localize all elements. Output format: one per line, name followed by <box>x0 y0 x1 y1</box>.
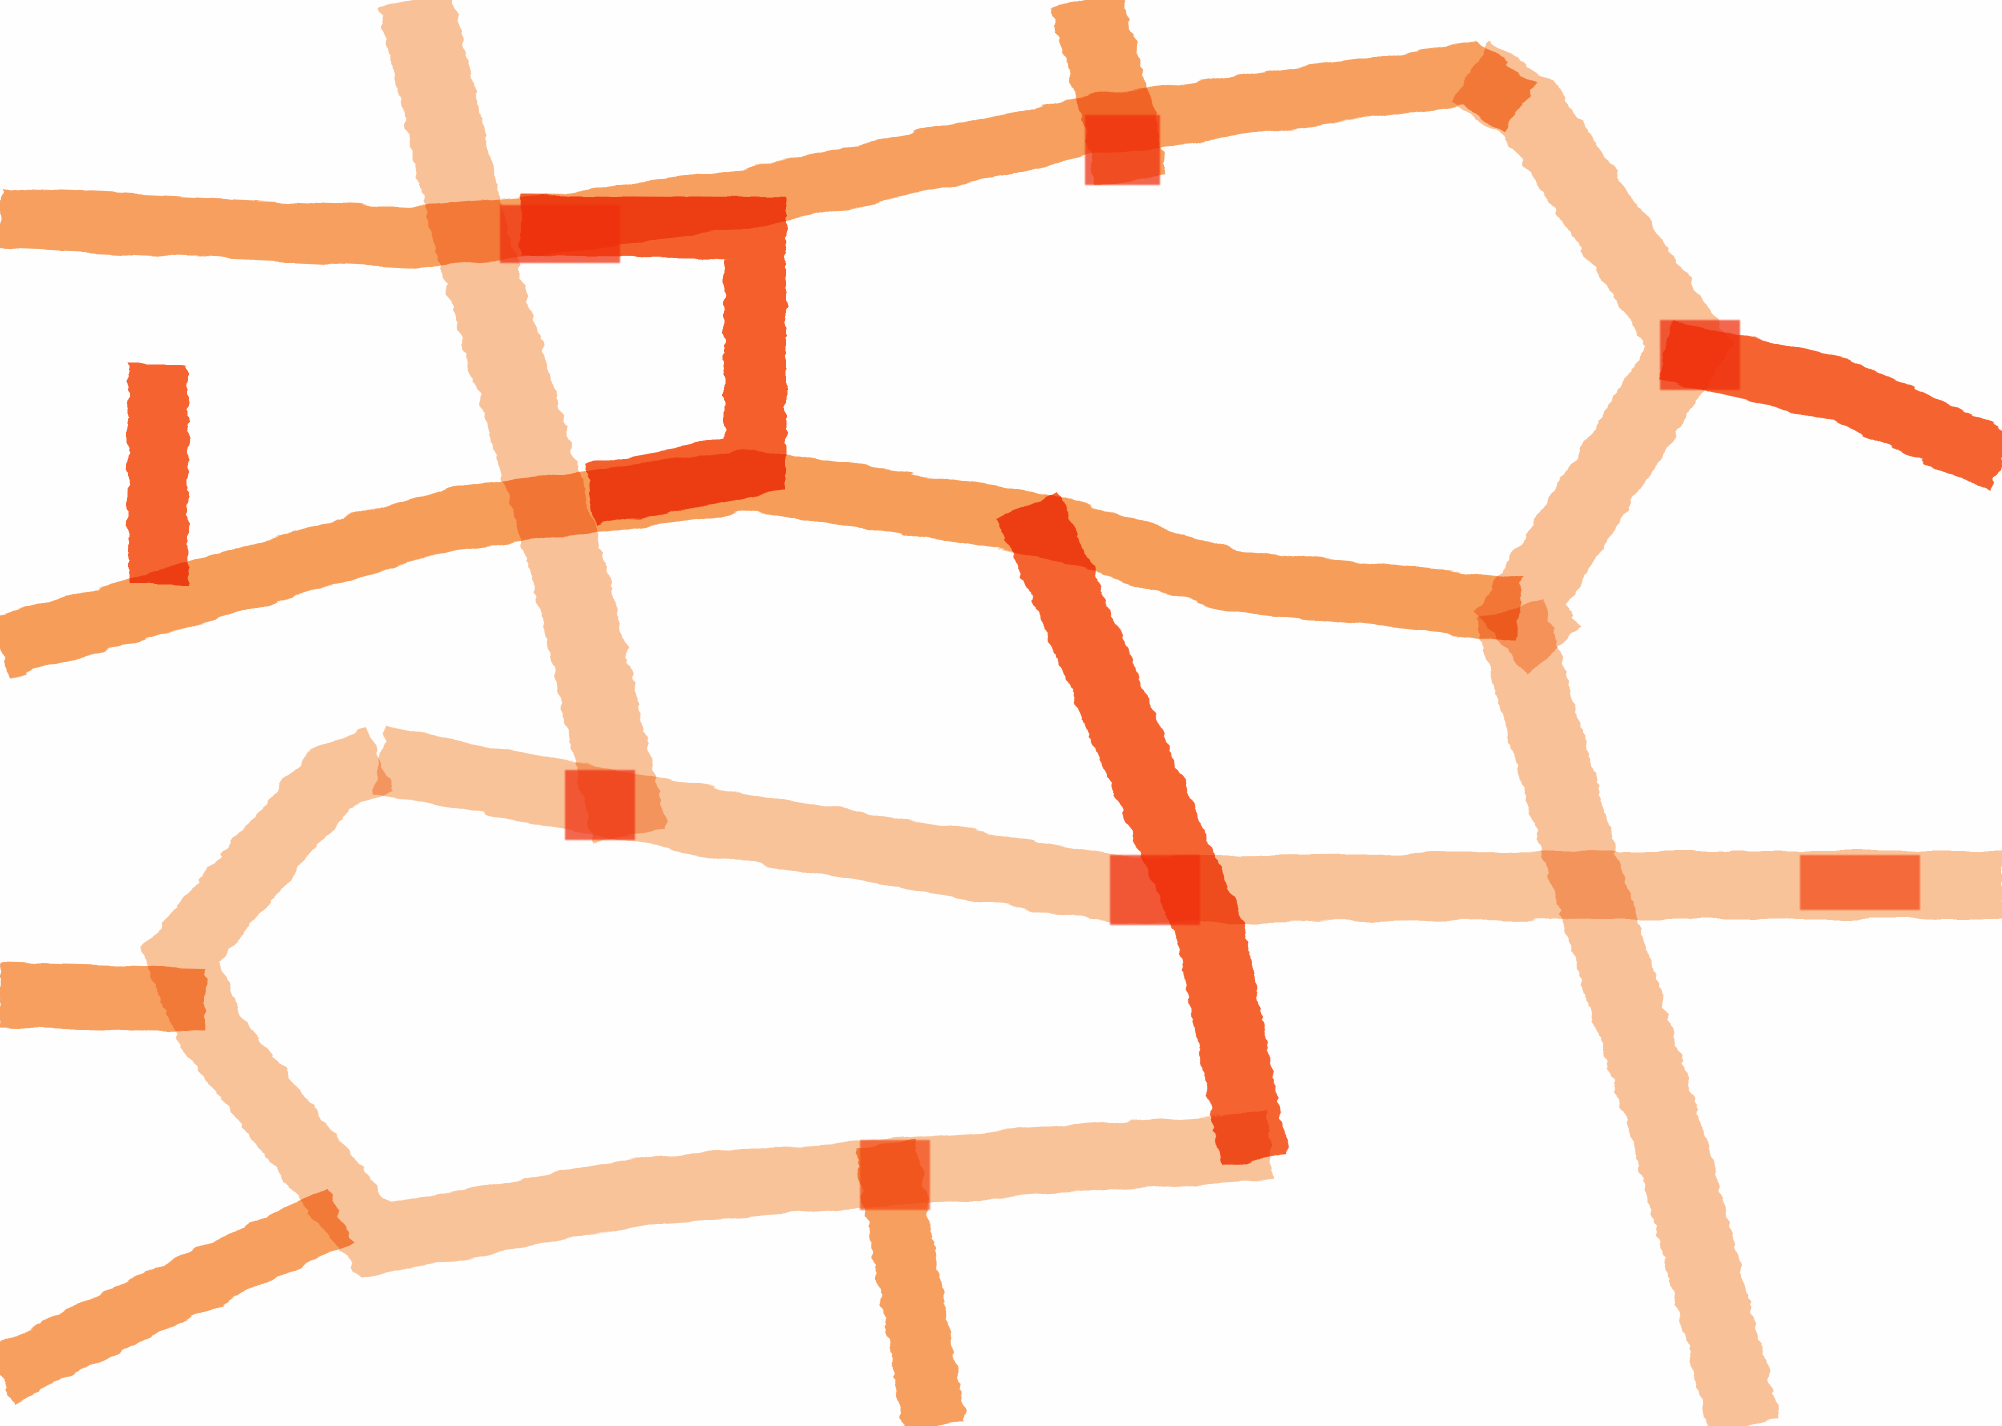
bottom-left-diagonal-stroke <box>0 1187 353 1403</box>
overlap-right-join-mark <box>1660 320 1740 390</box>
overlap-top-vertical-mark <box>1085 115 1160 185</box>
left-stub-stroke <box>0 963 206 1032</box>
overlap-center-crossing-mark <box>1110 855 1200 925</box>
middle-band-stroke <box>0 448 1524 678</box>
overlap-upper-left-mark <box>500 205 620 263</box>
overlap-left-diagonal-bottom-mark <box>565 770 635 840</box>
right-descender-stroke <box>1475 600 1780 1426</box>
bottom-loop-stroke <box>140 728 1273 1278</box>
left-diagonal-stroke <box>378 0 667 844</box>
bottom-vertical-top-mark <box>860 1140 930 1210</box>
right-band-dark-wash-mark <box>1800 855 1920 910</box>
center-diagonal-stroke <box>996 491 1289 1167</box>
